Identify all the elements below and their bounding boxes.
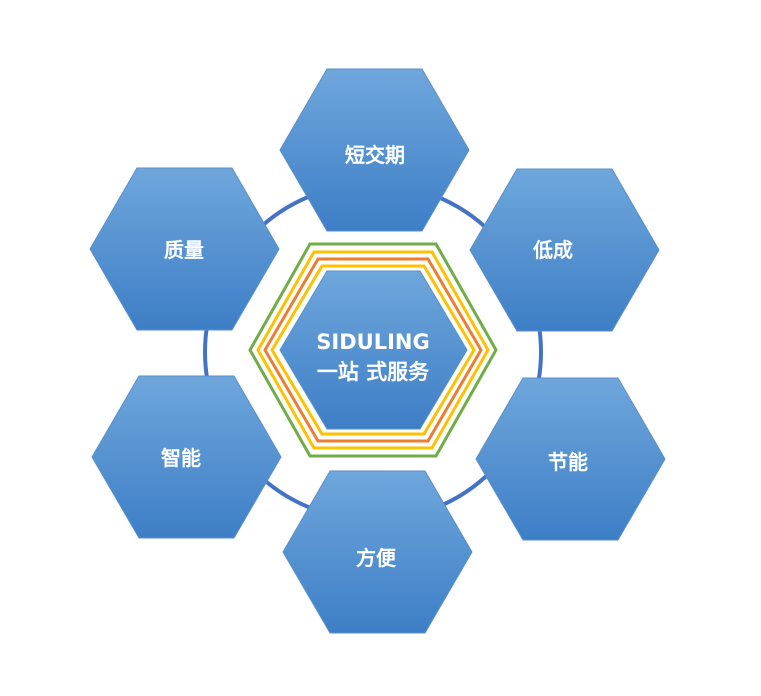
hex-node-shape xyxy=(475,377,666,541)
hex-node-short-lead-time: 短交期 xyxy=(279,68,470,232)
frame-outer-green xyxy=(248,242,498,458)
hex-node-label: 质量 xyxy=(164,238,204,262)
hex-node-shape xyxy=(282,470,473,634)
frame-inner-yellow xyxy=(270,264,476,436)
hex-node-shape xyxy=(279,68,470,232)
center-hexagon-shape xyxy=(279,270,468,430)
hex-node-label: 低成 xyxy=(532,238,573,262)
center-title: SIDULING xyxy=(316,330,429,354)
hex-node-shape xyxy=(91,375,282,539)
hex-node-energy-saving: 节能 xyxy=(475,377,666,541)
frame-orange xyxy=(263,257,483,443)
hex-node-label: 智能 xyxy=(161,446,201,470)
center-hexagon: SIDULING 一站 式服务 xyxy=(279,270,468,430)
hex-node-label: 节能 xyxy=(548,450,588,474)
frame-yellow xyxy=(256,250,490,450)
hex-node-shape xyxy=(469,168,660,332)
center-frame xyxy=(248,242,498,458)
hex-node-shape xyxy=(89,167,280,331)
hex-node-quality: 质量 xyxy=(89,167,280,331)
hex-node-label: 方便 xyxy=(356,546,397,570)
hex-node-convenience: 方便 xyxy=(282,470,473,634)
hex-node-label: 短交期 xyxy=(345,143,405,167)
hex-node-low-cost: 低成 xyxy=(469,168,660,332)
center-subtitle: 一站 式服务 xyxy=(317,360,430,384)
hex-node-intelligent: 智能 xyxy=(91,375,282,539)
